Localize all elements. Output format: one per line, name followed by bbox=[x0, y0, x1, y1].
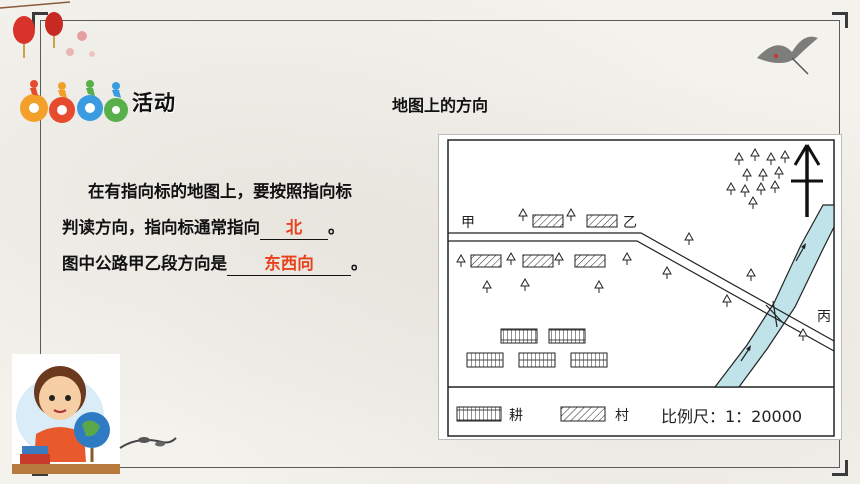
crane-bird-decoration bbox=[757, 36, 818, 75]
frame-corner bbox=[832, 12, 848, 28]
question-line-2-suffix: 。 bbox=[328, 218, 345, 237]
legend-village-symbol bbox=[560, 406, 606, 422]
frame-corner bbox=[32, 12, 48, 28]
question-line-3-suffix: 。 bbox=[351, 254, 368, 273]
question-line-1: 在有指向标的地图上，要按照指向标 bbox=[88, 182, 352, 201]
ink-branch-decoration bbox=[119, 437, 177, 449]
map-scale: 比例尺：1：20000 bbox=[661, 407, 802, 426]
activity-header: 活动 bbox=[18, 78, 176, 126]
question-line-2-prefix: 判读方向，指向标通常指向 bbox=[62, 218, 260, 237]
river bbox=[713, 204, 835, 388]
answer-blank-east-west: 东西向 bbox=[227, 253, 351, 276]
slide-title: 地图上的方向 bbox=[392, 96, 489, 115]
answer-blank-north: 北 bbox=[260, 217, 328, 240]
student-globe-illustration bbox=[12, 354, 120, 474]
frame-corner bbox=[832, 460, 848, 476]
question-text: 在有指向标的地图上，要按照指向标 判读方向，指向标通常指向北。 图中公路甲乙段方… bbox=[62, 174, 442, 282]
question-line-3-prefix: 图中公路甲乙段方向是 bbox=[62, 254, 227, 273]
north-arrow-icon bbox=[791, 144, 823, 217]
legend-farmland-symbol bbox=[456, 406, 502, 422]
place-label-jia: 甲 bbox=[461, 215, 475, 231]
question-line-2: 判读方向，指向标通常指向北。 bbox=[62, 210, 442, 246]
gears-running-people-icon bbox=[20, 80, 128, 123]
direction-map: 甲 乙 丙 耕 村 比例尺：1：20000 bbox=[438, 134, 842, 440]
place-label-bing: 丙 bbox=[817, 309, 831, 325]
legend-village-label: 村 bbox=[615, 408, 629, 424]
activity-label: 活动 bbox=[132, 91, 176, 115]
question-line-3: 图中公路甲乙段方向是东西向。 bbox=[62, 246, 442, 282]
map-drawing: 甲 乙 丙 耕 村 比例尺：1：20000 bbox=[447, 139, 835, 437]
lanterns-decoration bbox=[0, 1, 95, 58]
place-label-yi: 乙 bbox=[623, 215, 637, 231]
legend-farmland-label: 耕 bbox=[509, 407, 523, 424]
